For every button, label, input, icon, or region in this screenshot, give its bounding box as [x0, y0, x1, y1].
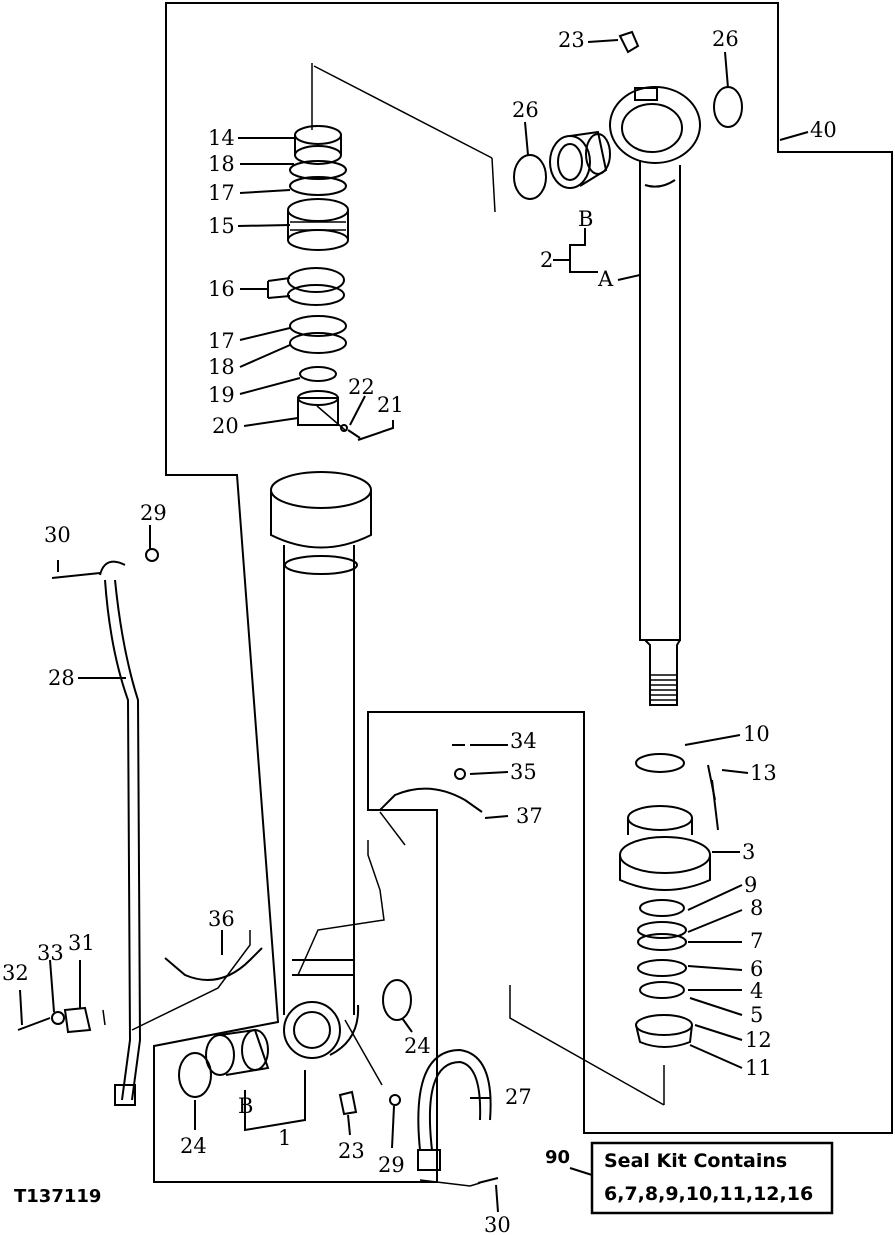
callout-31: 31	[68, 931, 95, 955]
callout-29: 29	[140, 501, 167, 525]
barrel-bushing	[205, 1028, 270, 1076]
cylinder-head	[619, 753, 719, 1048]
callout-30: 30	[484, 1213, 511, 1235]
callout-26: 26	[512, 98, 539, 122]
callout-23: 23	[558, 28, 585, 52]
callout-9: 9	[744, 873, 757, 897]
cylinder-barrel	[270, 471, 372, 1059]
callout-14: 14	[208, 126, 235, 150]
callout-24: 24	[180, 1134, 207, 1158]
callout-24: 24	[404, 1034, 431, 1058]
callout-30: 30	[44, 523, 71, 547]
seal-kit-number: 90	[545, 1147, 570, 1168]
callout-8: 8	[750, 896, 763, 920]
callout-34: 34	[510, 729, 537, 753]
callout-35: 35	[510, 760, 537, 784]
callout-32: 32	[2, 961, 29, 985]
tube-28	[99, 560, 142, 1106]
callout-6: 6	[750, 957, 763, 981]
callout-28: 28	[48, 666, 75, 690]
callout-10: 10	[743, 722, 770, 746]
callout-A: A	[597, 267, 614, 291]
callout-21: 21	[377, 393, 404, 417]
callout-19: 19	[208, 383, 235, 407]
callout-18: 18	[208, 355, 235, 379]
callout-7: 7	[750, 929, 763, 953]
seal-ring-26-right	[713, 86, 743, 128]
callout-13: 13	[750, 761, 777, 785]
callout-22: 22	[348, 375, 375, 399]
callout-23: 23	[338, 1139, 365, 1163]
callout-1: 1	[278, 1126, 291, 1150]
callout-2: 2	[540, 248, 553, 272]
callout-15: 15	[208, 214, 235, 238]
grease-fitting-23-top	[618, 30, 640, 54]
callout-17: 17	[208, 181, 235, 205]
leader-lines	[19, 39, 809, 1213]
piston-rod	[609, 86, 701, 706]
clamp-36	[164, 947, 263, 981]
hardware	[17, 548, 716, 1184]
assembly-lines	[102, 63, 665, 1187]
seal-ring-24-left	[178, 1052, 212, 1098]
callout-27: 27	[505, 1085, 532, 1109]
assembly-40-outline	[153, 2, 893, 1183]
callout-29: 29	[378, 1153, 405, 1177]
callout-33: 33	[37, 941, 64, 965]
callout-5: 5	[750, 1003, 763, 1027]
callout-20: 20	[212, 414, 239, 438]
callout-B: B	[578, 207, 593, 231]
callout-3: 3	[742, 840, 755, 864]
callout-40: 40	[810, 118, 837, 142]
seal-kit-box	[590, 1141, 834, 1215]
grease-fitting-23-bottom	[338, 1090, 358, 1116]
callout-B: B	[238, 1094, 253, 1118]
callout-labels: 14 18 17 15 16 17 18 19 20 22 21 23 26 2…	[2, 27, 837, 1235]
callout-12: 12	[745, 1028, 772, 1052]
seal-kit-title: Seal Kit Contains	[604, 1150, 787, 1172]
clamp-37	[379, 787, 483, 813]
drawing-id: T137119	[14, 1186, 101, 1207]
callout-26: 26	[712, 27, 739, 51]
piston-stack	[287, 125, 361, 439]
hose-27	[417, 1048, 492, 1171]
callout-16: 16	[208, 277, 235, 301]
seal-ring-26-left	[513, 154, 547, 200]
callout-17: 17	[208, 329, 235, 353]
callout-37: 37	[516, 804, 543, 828]
seal-kit-contents: 6,7,8,9,10,11,12,16	[604, 1183, 813, 1205]
callout-36: 36	[208, 907, 235, 931]
callout-11: 11	[745, 1056, 772, 1080]
callout-18: 18	[208, 152, 235, 176]
callout-4: 4	[750, 979, 763, 1003]
rod-bushing	[549, 130, 611, 189]
seal-ring-24-right	[382, 979, 412, 1021]
